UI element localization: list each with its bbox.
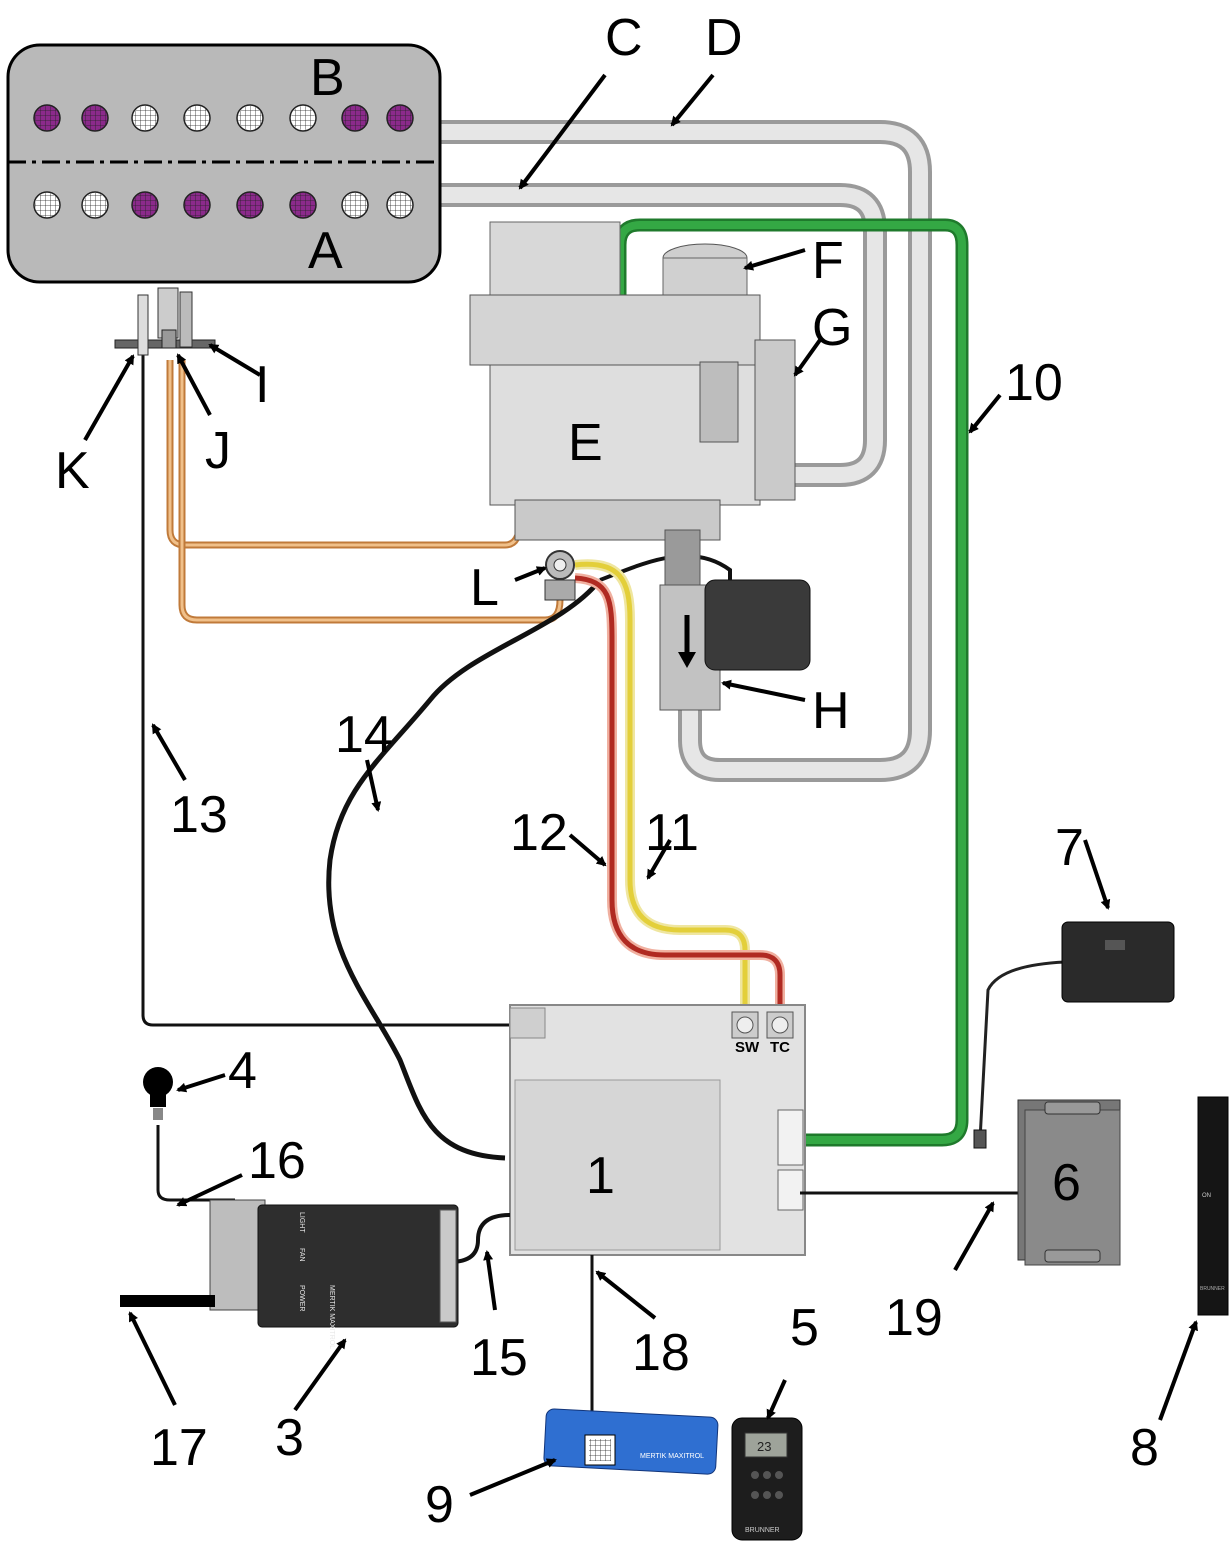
pilot-assembly <box>114 287 216 356</box>
wall-brand: BRUNNER <box>1200 1286 1225 1292</box>
label-l: L <box>470 559 499 617</box>
label-g: G <box>812 299 852 357</box>
row-a-port-mesh <box>133 193 157 217</box>
dc-plug <box>973 1129 987 1149</box>
label-e: E <box>568 414 603 472</box>
adapter-cable <box>978 960 1066 1141</box>
gas-pipe-d <box>428 120 932 782</box>
label-f: F <box>812 232 844 290</box>
label-12: 12 <box>510 804 568 862</box>
gas-pipe-c <box>428 183 887 487</box>
control-module-1 <box>509 1004 806 1256</box>
remote-display: 23 <box>757 1439 771 1454</box>
label-17: 17 <box>150 1419 208 1477</box>
row-b-port-mesh <box>35 106 59 130</box>
wifi-module-9: MERTIK MAXITROL <box>543 1408 719 1475</box>
relay-light-label: LIGHT <box>298 1212 305 1233</box>
row-a-port-mesh <box>388 193 412 217</box>
label-14: 14 <box>335 706 393 764</box>
label-k: K <box>55 442 90 500</box>
row-b-port-mesh <box>343 106 367 130</box>
label-c: C <box>605 9 643 67</box>
label-d: D <box>705 9 743 67</box>
row-a-port-mesh <box>185 193 209 217</box>
label-11: 11 <box>645 804 699 862</box>
wire-12 <box>574 573 785 1015</box>
cable-17 <box>120 1295 215 1307</box>
row-b-port-mesh <box>291 106 315 130</box>
wall-on-label: ON <box>1202 1193 1211 1199</box>
component-h <box>659 579 811 711</box>
cable-16 <box>156 1125 235 1202</box>
label-7: 7 <box>1055 819 1084 877</box>
label-10: 10 <box>1005 354 1063 412</box>
label-1: 1 <box>586 1147 615 1205</box>
relay-fan-label: FAN <box>298 1248 305 1262</box>
gas-valve <box>469 221 796 601</box>
receiver-6 <box>1017 1099 1121 1266</box>
label-b: B <box>310 49 345 107</box>
label-5: 5 <box>790 1299 819 1357</box>
row-b-port-mesh <box>83 106 107 130</box>
row-a-port-mesh <box>343 193 367 217</box>
label-6: 6 <box>1052 1154 1081 1212</box>
remote-5: 23 BRUNNER <box>731 1417 803 1541</box>
callout-labels: B A C D E F G H I J K L 1 3 4 5 6 7 8 9 … <box>55 9 1159 1534</box>
cable-15 <box>449 1213 511 1264</box>
label-a: A <box>308 222 343 280</box>
cable-14 <box>326 578 602 1161</box>
power-adapter-7 <box>1061 921 1175 1003</box>
row-a-port-mesh <box>35 193 59 217</box>
label-4: 4 <box>228 1042 257 1100</box>
terminal-tc: TC <box>770 1039 790 1056</box>
label-13: 13 <box>170 786 228 844</box>
row-b-port-mesh <box>388 106 412 130</box>
row-a-port-mesh <box>83 193 107 217</box>
row-a-port-mesh <box>291 193 315 217</box>
row-b-port-mesh <box>133 106 157 130</box>
label-19: 19 <box>885 1289 943 1347</box>
label-9: 9 <box>425 1476 454 1534</box>
remote-brand: BRUNNER <box>745 1527 780 1534</box>
wifi-brand: MERTIK MAXITROL <box>640 1453 704 1460</box>
burner <box>6 43 442 284</box>
label-18: 18 <box>632 1324 690 1382</box>
row-a-port-mesh <box>238 193 262 217</box>
label-15: 15 <box>470 1329 528 1387</box>
callout-arrows <box>83 73 1198 1497</box>
cable-13 <box>141 345 540 1027</box>
label-3: 3 <box>275 1409 304 1467</box>
row-b-port-mesh <box>238 106 262 130</box>
label-8: 8 <box>1130 1419 1159 1477</box>
terminal-sw: SW <box>735 1039 760 1056</box>
relay-power-label: POWER <box>298 1285 305 1311</box>
light-bulb-icon <box>143 1067 173 1120</box>
label-i: I <box>255 356 269 414</box>
label-16: 16 <box>248 1132 306 1190</box>
label-h: H <box>812 682 850 740</box>
relay-brand: MERTIK MAXITROL <box>328 1285 335 1349</box>
wire-11 <box>574 559 750 1015</box>
wall-panel-8: ON BRUNNER <box>1197 1096 1229 1316</box>
label-j: J <box>205 422 231 480</box>
relay-module-3: MERTIK MAXITROL LIGHT FAN POWER <box>209 1199 459 1349</box>
row-b-port-mesh <box>185 106 209 130</box>
